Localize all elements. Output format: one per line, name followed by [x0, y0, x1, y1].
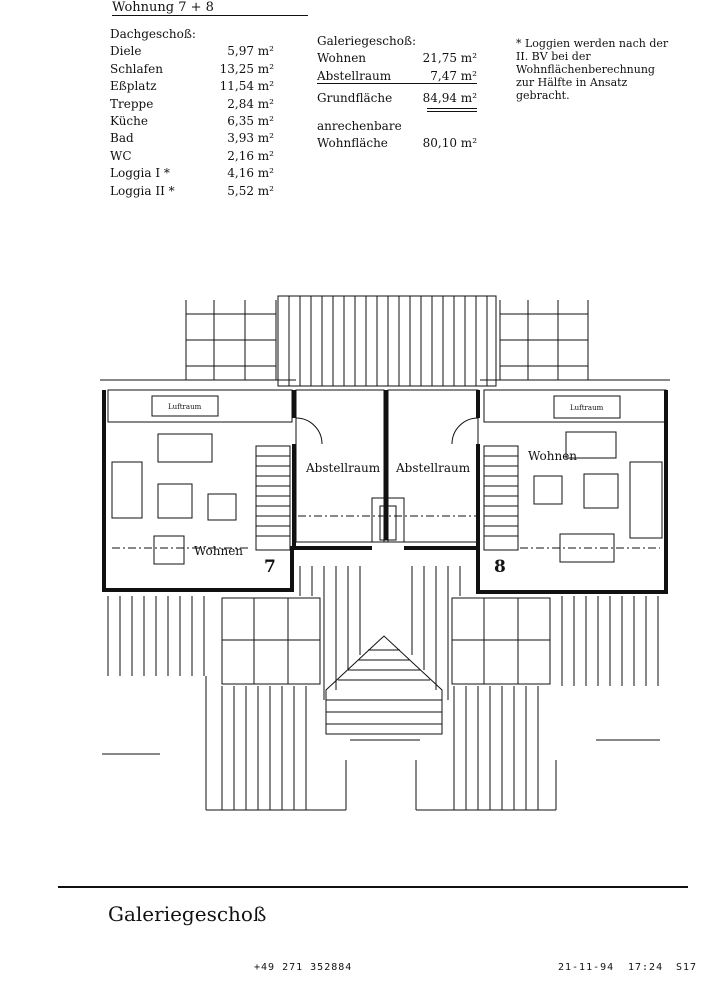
table-row: Bad 3,93 m²: [110, 130, 274, 147]
galeriegeschoss-heading: Galeriegeschoß:: [317, 34, 417, 48]
door-swing-left: [295, 417, 323, 445]
door-swing-right: [451, 417, 479, 445]
table-right: [583, 473, 619, 509]
chair-right: [533, 475, 563, 505]
sofa-left-side: [111, 461, 143, 519]
total-row: Grundfläche 84,94 m²: [317, 90, 477, 107]
sofa-right-side: [629, 461, 663, 539]
loggia-railing-left: [100, 300, 296, 381]
fax-time: 17:24: [628, 962, 664, 973]
wohnen-right-label: Wohnen: [528, 449, 577, 463]
room-name: Schlafen: [110, 61, 163, 76]
room-name: WC: [110, 148, 132, 163]
luftraum-right-box: [553, 395, 621, 419]
lower-roof-hatch: [107, 566, 659, 810]
plan-caption: Galeriegeschoß: [108, 902, 267, 926]
room-area: 2,16 m²: [227, 148, 274, 163]
fax-page: S17: [676, 962, 698, 973]
window-left: [221, 597, 321, 685]
wohnen-left-label: Wohnen: [194, 544, 243, 558]
table-row: Abstellraum 7,47 m²: [317, 68, 477, 85]
table-row: Diele 5,97 m²: [110, 43, 274, 60]
loggia-railing-right: [480, 300, 670, 381]
net-label: anrechenbare: [317, 118, 402, 133]
dachgeschoss-heading: Dachgeschoß:: [110, 27, 196, 41]
room-name: Treppe: [110, 96, 154, 111]
table-row: Wohnen 21,75 m²: [317, 50, 477, 67]
room-name: Abstellraum: [317, 68, 392, 83]
table-row: WC 2,16 m²: [110, 148, 274, 165]
bottom-rule: [58, 886, 688, 888]
room-area: 2,84 m²: [227, 96, 274, 111]
room-area: 4,16 m²: [227, 166, 274, 181]
wall-unit-7: [102, 390, 372, 592]
galeriegeschoss-table: Galeriegeschoß: Wohnen 21,75 m² Abstellra…: [317, 33, 477, 152]
table-row: Eßplatz 11,54 m²: [110, 78, 274, 95]
dormer: [325, 635, 443, 735]
roof-ridge-block: [277, 295, 497, 387]
fax-phone: +49 271 352884: [254, 962, 353, 973]
room-area: 11,54 m²: [219, 79, 274, 94]
roof-ridge-hatch: [288, 296, 488, 386]
table-row: Loggia I * 4,16 m²: [110, 165, 274, 182]
armchair-left: [153, 535, 185, 565]
stair-right: [483, 445, 519, 551]
net-area: 80,10 m²: [422, 136, 477, 151]
total-name: Grundfläche: [317, 91, 393, 106]
sofa-right-top: [565, 431, 617, 459]
room-area: 3,93 m²: [227, 131, 274, 146]
dachgeschoss-table: Dachgeschoß: Diele 5,97 m² Schlafen 13,25 …: [110, 26, 274, 200]
luftraum-left-box: [151, 395, 219, 417]
double-rule-bottom: [427, 111, 477, 112]
room-area: 13,25 m²: [219, 61, 274, 76]
document-title: Wohnung 7 + 8: [112, 0, 308, 16]
table-row: Küche 6,35 m²: [110, 113, 274, 130]
room-name: Wohnen: [317, 51, 367, 66]
room-area: 7,47 m²: [430, 68, 477, 83]
room-name: Loggia II *: [110, 183, 175, 198]
room-name: Eßplatz: [110, 79, 157, 94]
room-area: 6,35 m²: [227, 114, 274, 129]
chair-left: [207, 493, 237, 521]
room-area: 21,75 m²: [422, 51, 477, 66]
stair-left: [255, 445, 291, 551]
luftraum-left-label: Luftraum: [168, 403, 202, 411]
abstellraum-left-label: Abstellraum: [305, 461, 381, 475]
table-row: Schlafen 13,25 m²: [110, 61, 274, 78]
table-row: Loggia II * 5,52 m²: [110, 183, 274, 200]
table-row: Treppe 2,84 m²: [110, 96, 274, 113]
unit-8-label: 8: [494, 557, 506, 577]
room-area: 5,97 m²: [227, 44, 274, 59]
abstellraum-right-label: Abstellraum: [395, 461, 471, 475]
wall-unit-8: [404, 390, 668, 594]
unit-7-label: 7: [264, 557, 276, 577]
fax-date: 21-11-94: [558, 962, 615, 973]
sofa-left-top: [157, 433, 213, 463]
luftraum-right-label: Luftraum: [570, 404, 604, 412]
net-row: Wohnfläche 80,10 m²: [317, 135, 477, 152]
room-area: 5,52 m²: [227, 183, 274, 198]
room-name: Küche: [110, 114, 148, 129]
room-name: Loggia I *: [110, 166, 170, 181]
loggia-note: * Loggien werden nach der II. BV bei der…: [516, 37, 669, 102]
room-name: Bad: [110, 131, 134, 146]
double-rule-top: [427, 108, 477, 109]
room-name: Diele: [110, 44, 142, 59]
total-area: 84,94 m²: [422, 91, 477, 106]
sum-rule: [317, 83, 477, 84]
table-left: [157, 483, 193, 519]
net-name: Wohnfläche: [317, 136, 388, 151]
window-right: [451, 597, 551, 685]
